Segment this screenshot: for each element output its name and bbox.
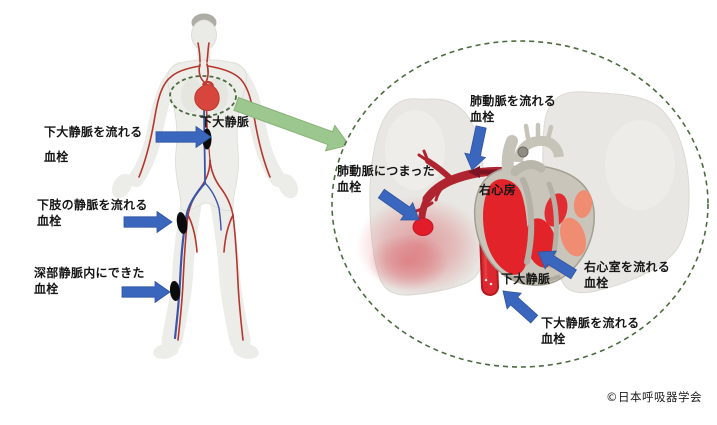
cut-vessel-dot xyxy=(517,146,529,158)
arrow-pa-flow xyxy=(464,125,487,171)
label-ivc-flow-body: 下大静脈を流れる 血栓 xyxy=(44,125,143,164)
label-deep-vein-formed: 深部静脈内にできた 血栓 xyxy=(34,266,145,296)
heart-vessel-cap xyxy=(201,80,215,87)
arrow-deep-vein xyxy=(121,280,171,304)
label-ivc-flow-circle: 下大静脈を流れる 血栓 xyxy=(541,316,640,346)
right-leg xyxy=(209,187,251,351)
label-leg-vein-flow: 下肢の静脈を流れる 血栓 xyxy=(37,198,148,228)
pulmonary-trunk-gray xyxy=(510,160,546,177)
arrow-leg-vein xyxy=(123,210,173,234)
lung-left-highlight xyxy=(385,110,445,190)
right-chamber-red xyxy=(483,179,528,275)
chest-focus-ellipse xyxy=(169,75,237,117)
arrow-rv-flow xyxy=(537,250,577,280)
lung-right-highlight xyxy=(605,120,675,210)
pointer-arrows xyxy=(121,125,577,324)
arch-branch-3 xyxy=(545,124,554,142)
left-hand xyxy=(111,173,133,199)
right-hand xyxy=(277,173,299,199)
label-rv-flow: 右心室を流れる 血栓 xyxy=(584,260,671,290)
thrombus-thigh-marker xyxy=(176,212,188,234)
right-foot xyxy=(233,343,259,359)
arrow-ivc-circle xyxy=(502,290,539,324)
infarct-region-deep xyxy=(368,234,448,290)
heart-icon xyxy=(194,84,220,112)
lodged-clot xyxy=(412,218,434,236)
thrombus-calf-marker xyxy=(169,281,181,301)
zoom-arrow xyxy=(233,96,350,152)
left-foot xyxy=(153,343,179,359)
copyright-text: ©日本呼吸器学会 xyxy=(606,390,702,404)
left-atrium-salmon xyxy=(573,190,593,218)
arch-branch-1 xyxy=(523,123,531,141)
flow-direction-arrow xyxy=(468,166,500,178)
septum-1 xyxy=(520,177,535,265)
left-ventricle-salmon xyxy=(560,217,586,257)
label-ivc-name-circle: 下大静脈 xyxy=(501,272,551,286)
label-pa-stuck: 肺動脈につまった 血栓 xyxy=(337,164,435,194)
label-ivc-name-body: 下大静脈 xyxy=(200,115,250,129)
arrow-pa-stuck xyxy=(377,188,420,221)
label-right-atrium: 右心房 xyxy=(479,183,516,197)
arrow-ivc-body xyxy=(155,125,212,149)
heart-bottom-rim xyxy=(504,273,561,284)
body-figure xyxy=(111,13,299,359)
superior-vena-cava xyxy=(501,135,518,176)
label-pa-flow: 肺動脈を流れる 血栓 xyxy=(470,94,557,124)
